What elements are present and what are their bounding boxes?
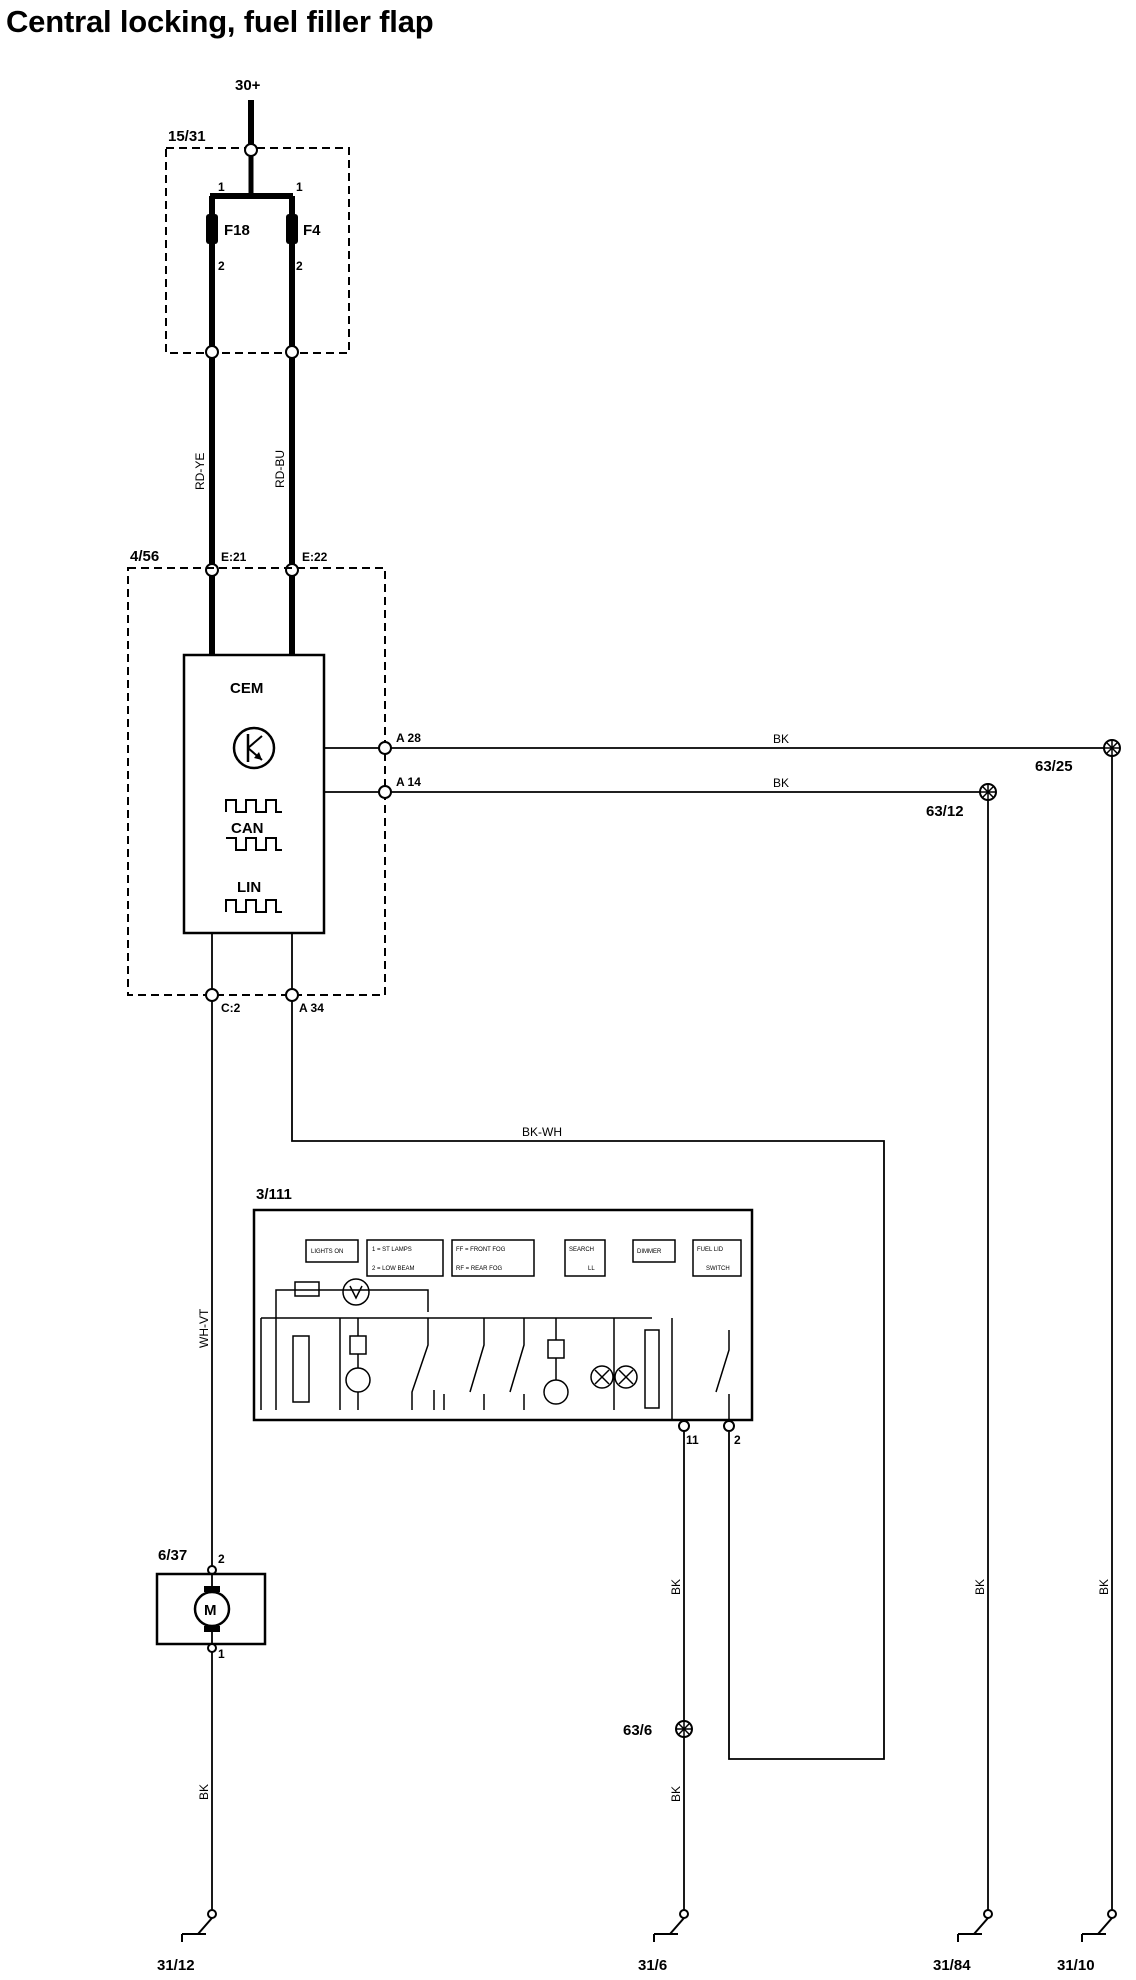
button-label-fuel-lid: FUEL LID [697, 1247, 724, 1253]
wire-label-bk-a14: BK [773, 776, 789, 790]
splice-label-63-25: 63/25 [1035, 758, 1073, 775]
cem-pin-a34: A 34 [299, 1001, 324, 1015]
wire-rd-bu: RD-BU [273, 258, 299, 655]
button-label-ll: LL [588, 1266, 595, 1272]
button-fog: FF = FRONT FOG RF = REAR FOG [451, 1239, 535, 1277]
switch-module-id: 3/111 [256, 1186, 292, 1203]
button-label-dimmer: DIMMER [637, 1249, 662, 1255]
splice-label-63-6: 63/6 [623, 1722, 652, 1739]
splice-63-25 [1103, 739, 1121, 757]
ground-icon [1081, 1917, 1113, 1943]
fuse-box-15-31: 15/31 1 F18 2 1 F4 2 [165, 128, 350, 354]
cem-name: CEM [230, 680, 263, 697]
ground-icon [653, 1917, 685, 1943]
ground-label-31-6: 31/6 [638, 1957, 667, 1974]
button-lights-on: LIGHTS ON [305, 1239, 359, 1263]
motor-pin-top: 2 [218, 1552, 225, 1566]
splice-label-63-12: 63/12 [926, 803, 964, 820]
button-label-rear-fog: RF = REAR FOG [456, 1266, 503, 1272]
wire-label-bk-a28: BK [773, 732, 789, 746]
cem-pin-a28: A 28 [396, 731, 421, 745]
can-label: CAN [231, 820, 264, 837]
wire-label-bk-motor: BK [197, 1784, 211, 1800]
fuse-f4: 1 F4 2 [286, 180, 321, 273]
wire-a14-bk: A 14 BK 63/12 BK [324, 775, 997, 1910]
wire-label-bk-31-6: BK [669, 1786, 683, 1802]
page-title: Central locking, fuel filler flap [6, 4, 434, 39]
wire-label-bk-31-84: BK [973, 1579, 987, 1595]
switch-internal-circuit [260, 1278, 730, 1420]
lin-signal-icon [225, 899, 282, 913]
fuse-f18: 1 F18 2 [206, 180, 250, 273]
supply-label: 30+ [235, 77, 261, 94]
button-fuel-lid-switch: FUEL LID SWITCH [692, 1239, 742, 1277]
splice-63-6 [675, 1720, 693, 1738]
button-label-low-beam: 2 = LOW BEAM [372, 1266, 415, 1272]
button-label-switch: SWITCH [706, 1266, 730, 1272]
ground-icon [181, 1917, 213, 1943]
button-label-front-fog: FF = FRONT FOG [456, 1247, 506, 1253]
motor-symbol: M [204, 1602, 217, 1619]
ground-icon [957, 1917, 989, 1943]
cem-pin-c2: C:2 [221, 1001, 241, 1015]
cem-pin-a14: A 14 [396, 775, 421, 789]
wire-label-rd-ye: RD-YE [193, 453, 207, 490]
fuse-box-id: 15/31 [168, 128, 206, 145]
ground-label-31-12: 31/12 [157, 1957, 195, 1974]
wire-label-bk-wh: BK-WH [522, 1125, 562, 1139]
button-label-lights-on: LIGHTS ON [311, 1249, 343, 1255]
ground-label-31-10: 31/10 [1057, 1957, 1095, 1974]
splice-63-12 [979, 783, 997, 801]
wire-motor-bk: BK [197, 1652, 213, 1910]
transistor-icon [232, 726, 276, 770]
button-label-search: SEARCH [569, 1247, 594, 1253]
ground-31-6: 31/6 [638, 1909, 689, 1974]
f18-pin-out: 2 [218, 259, 225, 273]
can-signal-icon [225, 799, 282, 851]
cem-id: 4/56 [130, 548, 159, 565]
wire-a28-bk: A 28 BK 63/25 BK [324, 731, 1121, 1910]
wire-bk-wh: BK-WH [291, 1001, 885, 1760]
switch-module-3-111: 3/111 LIGHTS ON 1 = ST LAMPS 2 = LOW BEA… [252, 1186, 754, 1447]
wire-label-bk-pin11: BK [669, 1579, 683, 1595]
cem-body [182, 653, 326, 935]
button-dimmer: DIMMER [632, 1239, 676, 1263]
cem-module-4-56: 4/56 E:21 E:22 CEM CAN LIN C:2 A 34 [127, 548, 386, 1015]
f4-label: F4 [303, 222, 321, 239]
cem-pin-e22: E:22 [302, 550, 328, 564]
wire-label-wh-vt: WH-VT [197, 1308, 211, 1348]
button-st-lamps-low-beam: 1 = ST LAMPS 2 = LOW BEAM [366, 1239, 444, 1277]
supply-30-plus: 30+ [235, 77, 261, 150]
ground-label-31-84: 31/84 [933, 1957, 971, 1974]
wire-rd-ye: RD-YE [193, 258, 219, 655]
button-search: SEARCH LL [564, 1239, 606, 1277]
ground-31-12: 31/12 [157, 1909, 217, 1974]
switch-pin-11: 11 [686, 1433, 699, 1447]
ground-31-10: 31/10 [1057, 1909, 1117, 1974]
wire-wh-vt: WH-VT [197, 1001, 213, 1566]
wire-pin11-bk: BK 63/6 BK [623, 1431, 693, 1910]
wire-label-bk-31-10: BK [1097, 1579, 1111, 1595]
f4-pin-out: 2 [296, 259, 303, 273]
f18-label: F18 [224, 222, 250, 239]
switch-pin-2: 2 [734, 1433, 741, 1447]
cem-pin-e21: E:21 [221, 550, 247, 564]
switch-module-body [252, 1208, 754, 1422]
ground-31-84: 31/84 [933, 1909, 993, 1974]
f4-pin-in: 1 [296, 180, 303, 194]
motor-6-37: 6/37 2 M 1 [155, 1547, 267, 1661]
wire-label-rd-bu: RD-BU [273, 450, 287, 488]
button-label-st-lamps: 1 = ST LAMPS [372, 1247, 412, 1253]
lin-label: LIN [237, 879, 261, 896]
motor-id: 6/37 [158, 1547, 187, 1564]
motor-pin-bottom: 1 [218, 1647, 225, 1661]
f18-pin-in: 1 [218, 180, 225, 194]
